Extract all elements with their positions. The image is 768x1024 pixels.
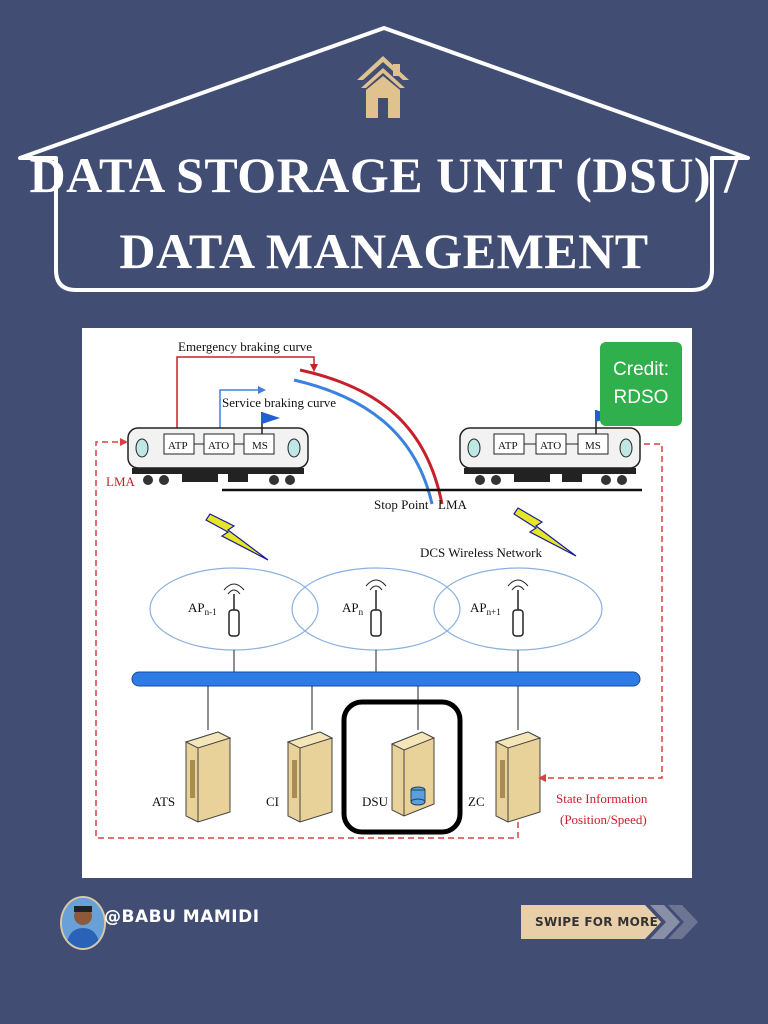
lma-feedback-loop xyxy=(95,441,519,839)
cbtc-diagram: Emergency braking curve Service braking … xyxy=(82,328,692,878)
server-icon-zc xyxy=(494,731,542,823)
stop-point-label: Stop Point xyxy=(374,497,429,512)
dsu-highlight-box xyxy=(341,699,463,835)
server-label-dsu: DSU xyxy=(362,794,389,809)
antenna-icon-left xyxy=(223,583,245,637)
lma-left-label: LMA xyxy=(106,474,136,489)
service-curve-label: Service braking curve xyxy=(222,395,336,410)
page-title-line-2: DATA MANAGEMENT xyxy=(119,223,649,279)
credit-badge: Credit: RDSO xyxy=(600,342,682,426)
author-handle: @BABU MAMIDI xyxy=(104,907,260,927)
right-ato-label: ATO xyxy=(540,440,561,452)
credit-source: RDSO xyxy=(613,387,669,408)
state-info-loop xyxy=(544,443,663,779)
server-label-ci: CI xyxy=(266,794,279,809)
ap-middle-label: APn xyxy=(342,600,364,617)
right-atp-label: ATP xyxy=(498,440,518,452)
lma-right-label: LMA xyxy=(438,497,468,512)
network-backbone xyxy=(131,671,641,687)
antenna-icon-middle xyxy=(365,579,387,637)
emergency-braking-curve xyxy=(299,368,444,505)
chevron-right-icon xyxy=(650,905,698,939)
server-label-zc: ZC xyxy=(468,794,485,809)
emergency-curve-label: Emergency braking curve xyxy=(178,339,312,354)
train-left: ATP ATO MS xyxy=(127,412,309,485)
server-label-ats: ATS xyxy=(152,794,175,809)
service-braking-curve xyxy=(293,378,434,505)
wireless-bolt-right xyxy=(513,507,577,557)
server-icon-ats xyxy=(184,731,232,823)
wireless-bolt-left xyxy=(205,513,269,561)
ap-left-label: APn-1 xyxy=(188,600,217,617)
credit-label: Credit: xyxy=(613,359,669,380)
server-icon-dsu xyxy=(390,731,436,817)
left-ms-label: MS xyxy=(252,440,268,452)
ap-right-label: APn+1 xyxy=(470,600,501,617)
network-label: DCS Wireless Network xyxy=(420,545,543,560)
page-title-line-1: DATA STORAGE UNIT (DSU) / xyxy=(29,147,739,203)
left-atp-label: ATP xyxy=(168,440,188,452)
state-info-line-1: State Information xyxy=(556,791,648,806)
train-right: ATP ATO MS xyxy=(459,410,641,485)
right-ms-label: MS xyxy=(585,440,601,452)
state-info-line-2: (Position/Speed) xyxy=(560,812,647,827)
antenna-icon-right xyxy=(507,579,529,637)
server-icon-ci xyxy=(286,731,334,823)
swipe-for-more-button[interactable]: SWIPE FOR MORE xyxy=(521,905,661,939)
house-frame xyxy=(18,26,750,292)
home-icon xyxy=(357,56,409,118)
left-ato-label: ATO xyxy=(208,440,229,452)
diagram-canvas: Emergency braking curve Service braking … xyxy=(95,339,663,839)
avatar xyxy=(60,896,106,950)
